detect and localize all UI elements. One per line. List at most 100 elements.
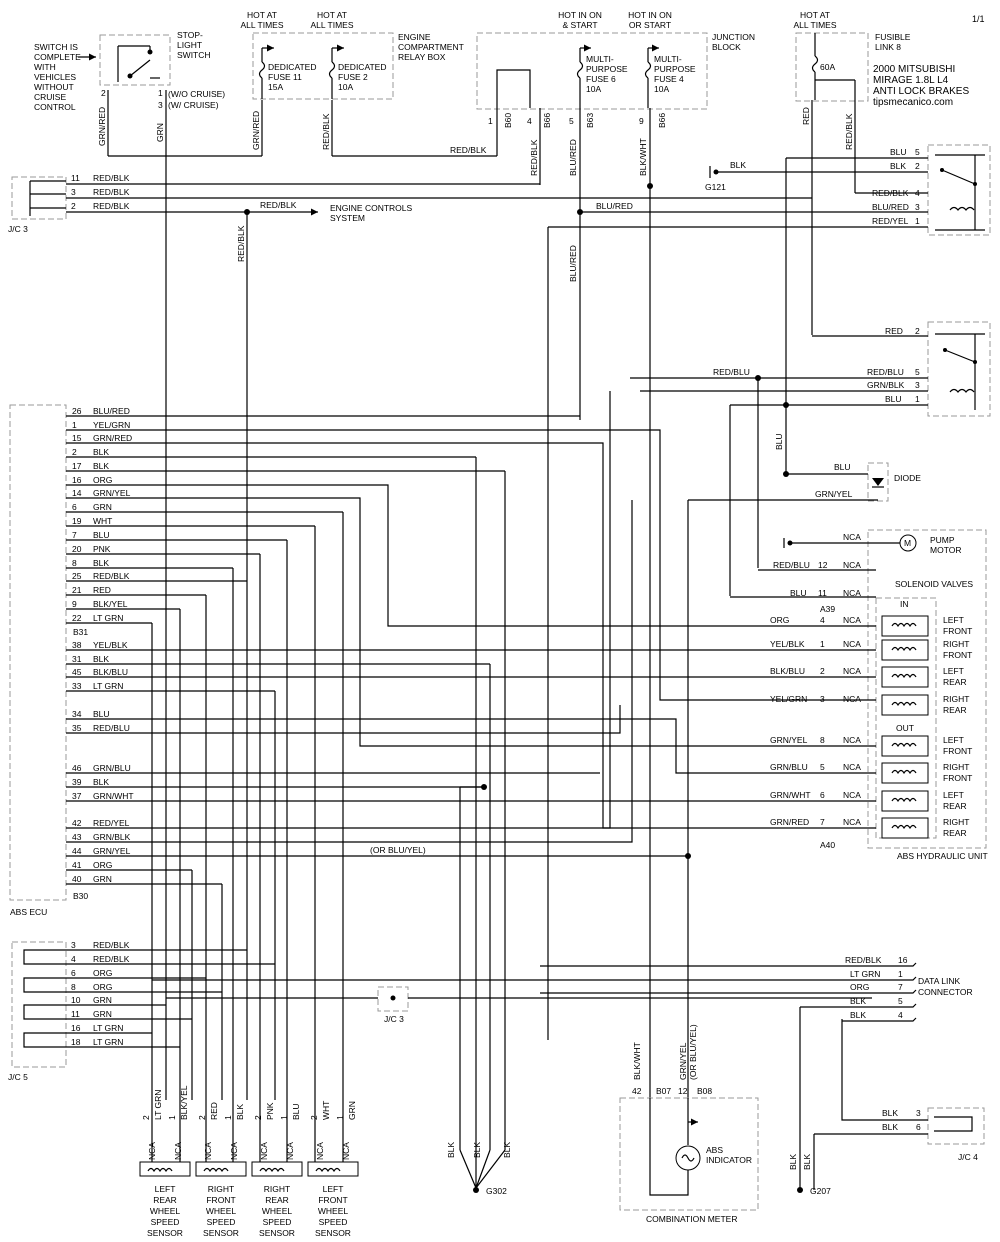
svg-text:BLU/RED: BLU/RED (568, 139, 578, 176)
sensor-coil (259, 1167, 285, 1173)
abs-ecu-label: ABS ECU (10, 907, 47, 917)
svg-text:COMPLETE: COMPLETE (34, 52, 81, 62)
svg-text:B08: B08 (697, 1086, 712, 1096)
data-link-label: DATA LINK CONNECTOR (918, 976, 973, 997)
svg-text:CONTROL: CONTROL (34, 102, 76, 112)
svg-text:BLU: BLU (885, 394, 902, 404)
svg-text:STOP-: STOP- (177, 30, 203, 40)
svg-text:B60: B60 (503, 113, 513, 128)
solenoid-valve (881, 639, 929, 661)
svg-text:FUSE 4: FUSE 4 (654, 74, 684, 84)
ecu-pin-wire: ORG (93, 475, 112, 485)
hydraulic-unit-label: ABS HYDRAULIC UNIT (897, 851, 988, 861)
jc5-pin-number: 3 (71, 940, 76, 950)
svg-text:3: 3 (915, 380, 920, 390)
fusible-label: FUSIBLE LINK 8 (875, 32, 911, 52)
sensor-label: SENSOR (203, 1228, 239, 1238)
jc5-pin-wire: RED/BLK (93, 954, 130, 964)
svg-text:ALL TIMES: ALL TIMES (311, 20, 354, 30)
solenoid-label-line1: LEFT (943, 666, 964, 676)
hydraulic-pin-wire: GRN/YEL (770, 735, 808, 745)
ecu-pin-number: 34 (72, 709, 82, 719)
svg-text:DATA LINK: DATA LINK (918, 976, 961, 986)
hot-label-2: HOT AT ALL TIMES (311, 10, 354, 30)
ecu-pin-number: 31 (72, 654, 82, 664)
stop-light-label: STOP- LIGHT SWITCH (177, 30, 211, 60)
solenoid-label-line1: RIGHT (943, 694, 969, 704)
ecu-pin-wire: BLK (93, 447, 109, 457)
ecu-pin-wire: GRN/YEL (93, 846, 131, 856)
svg-text:PURPOSE: PURPOSE (586, 64, 628, 74)
svg-text:RED/BLU: RED/BLU (773, 560, 810, 570)
svg-text:CONNECTOR: CONNECTOR (918, 987, 973, 997)
svg-text:JUNCTION: JUNCTION (712, 32, 755, 42)
svg-text:5: 5 (569, 116, 574, 126)
svg-text:RED/BLK: RED/BLK (93, 187, 130, 197)
jc5-jumper (23, 977, 66, 993)
svg-text:10A: 10A (654, 84, 669, 94)
svg-text:WITHOUT: WITHOUT (34, 82, 74, 92)
sensor-nca: NCA (315, 1142, 325, 1160)
svg-text:RED/BLK: RED/BLK (236, 225, 246, 262)
svg-text:RED/BLK: RED/BLK (321, 113, 331, 150)
sensor-nca: NCA (259, 1142, 269, 1160)
sensor-nca: NCA (229, 1142, 239, 1160)
valve-relay-pins: BLU 5 BLK 2 RED/BLK 4 BLU/RED 3 RED/YEL … (872, 147, 920, 226)
solenoid-valve (881, 762, 929, 784)
svg-text:SWITCH: SWITCH (177, 50, 211, 60)
svg-text:J/C 3: J/C 3 (384, 1014, 404, 1024)
svg-text:BLK: BLK (882, 1122, 898, 1132)
valve-relay-symbol (935, 154, 985, 231)
svg-text:11: 11 (818, 588, 827, 598)
ecu-pin-number: 42 (72, 818, 82, 828)
solenoid-label-line2: FRONT (943, 650, 972, 660)
svg-text:HOT AT: HOT AT (800, 10, 830, 20)
solenoid-valve (881, 790, 929, 812)
solenoid-label-line1: RIGHT (943, 639, 969, 649)
hydraulic-pin-number: 1 (820, 639, 825, 649)
jc4-label: J/C 4 (958, 1152, 978, 1162)
svg-text:GRN/YEL: GRN/YEL (678, 1042, 688, 1080)
page-number: 1/1 (972, 14, 985, 24)
solenoid-label-line2: FRONT (943, 773, 972, 783)
hydraulic-pin-number: 6 (820, 790, 825, 800)
solenoid-coil (891, 701, 917, 707)
solenoid-valve (881, 817, 929, 839)
w-cruise-label: (W/ CRUISE) (168, 100, 219, 110)
ecu-pin-number: 16 (72, 475, 82, 485)
svg-text:NCA: NCA (843, 532, 861, 542)
svg-text:5: 5 (915, 367, 920, 377)
ecu-pin-wire: BLU (93, 530, 110, 540)
ecu-pin-number: 7 (72, 530, 77, 540)
svg-text:CRUISE: CRUISE (34, 92, 66, 102)
svg-text:3: 3 (916, 1108, 921, 1118)
svg-text:ENGINE: ENGINE (398, 32, 431, 42)
svg-text:ALL TIMES: ALL TIMES (794, 20, 837, 30)
abs-indicator-label: ABS INDICATOR (706, 1145, 752, 1165)
sensor-pin2-wire: PNK (265, 1102, 275, 1120)
ecu-pin-number: 25 (72, 571, 82, 581)
hot-label-5: HOT AT ALL TIMES (794, 10, 837, 30)
sensor-pin1: 1 (279, 1115, 289, 1120)
svg-text:RED/BLK: RED/BLK (260, 200, 297, 210)
hydraulic-pin-number: 7 (820, 817, 825, 827)
solenoid-coil (891, 673, 917, 679)
dlc-pin-number: 7 (898, 982, 903, 992)
dlc-terminal (908, 976, 917, 981)
svg-text:SYSTEM: SYSTEM (330, 213, 365, 223)
sensor-label: RIGHT (208, 1184, 234, 1194)
ecu-pin-number: 22 (72, 613, 82, 623)
ecu-pin-wire: PNK (93, 544, 111, 554)
ecu-pin-number: 17 (72, 461, 82, 471)
svg-text:B07: B07 (656, 1086, 671, 1096)
hydraulic-pin-number: 5 (820, 762, 825, 772)
sensor-pin1-wire: BLU (291, 1103, 301, 1120)
fusible-link: 60A (811, 33, 856, 100)
jc5-label: J/C 5 (8, 1072, 28, 1082)
svg-text:MULTI-: MULTI- (654, 54, 682, 64)
dlc-pin-wire: ORG (850, 982, 869, 992)
svg-text:BLU/RED: BLU/RED (596, 201, 633, 211)
